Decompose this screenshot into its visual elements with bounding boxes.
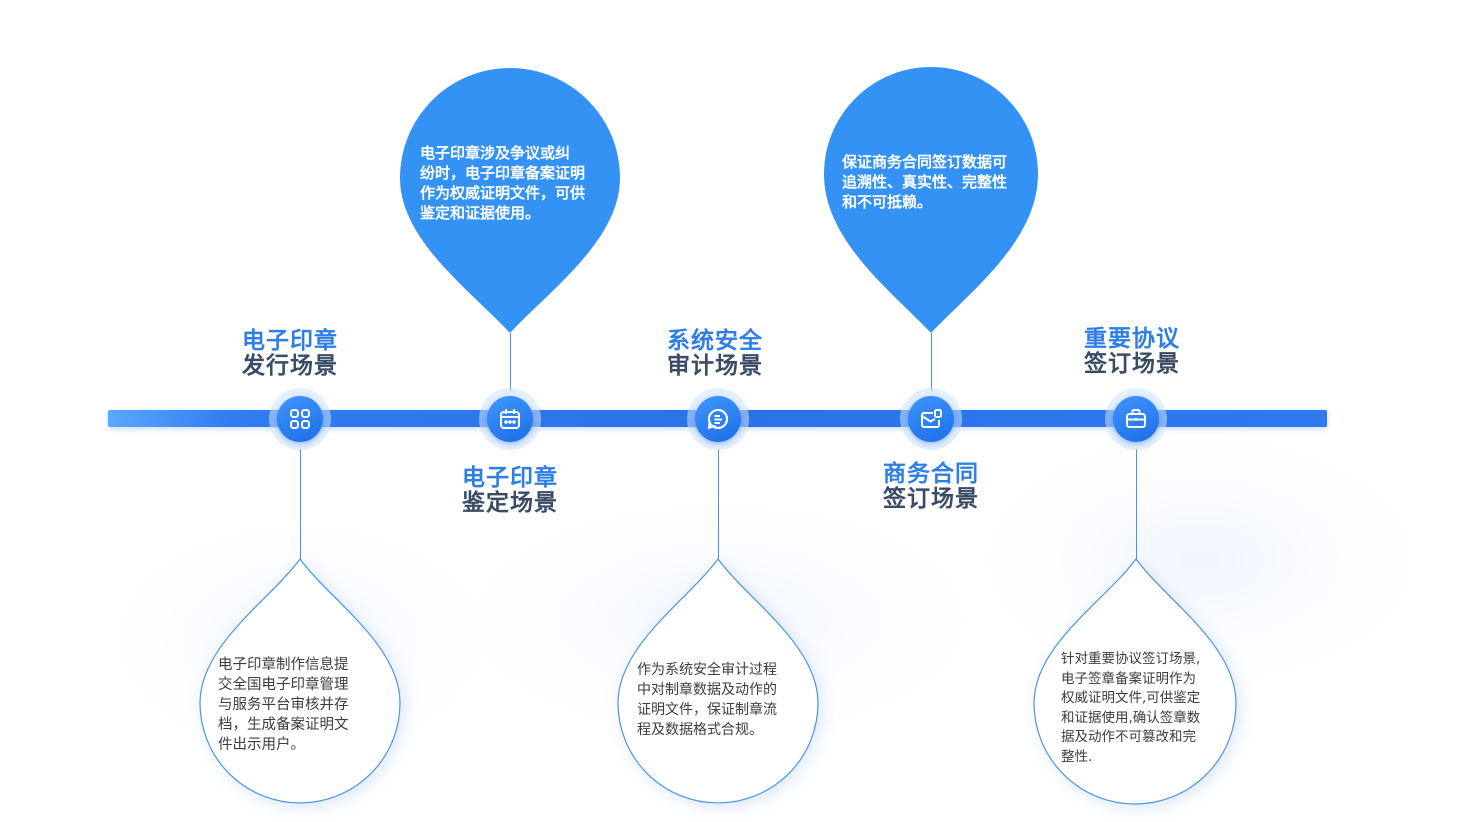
briefcase-icon (1126, 409, 1146, 428)
desc-appraise-line: 鉴定和证据使用。 (420, 204, 541, 222)
desc-issue-line: 件出示用户。 (218, 737, 305, 753)
title-issue-line2: 发行场景 (242, 353, 338, 379)
desc-agreement-line: 和证据使用,确认签章数 (1061, 709, 1201, 726)
node-issue[interactable] (269, 388, 331, 450)
desc-issue-line: 与服务平台审核并存 (218, 697, 349, 713)
connector-agreement (1136, 449, 1137, 559)
drop-issue (199, 557, 401, 804)
node-contract[interactable] (900, 388, 962, 450)
connector-contract (931, 333, 932, 391)
node-appraise[interactable] (479, 388, 541, 450)
title-contract: 商务合同 签订场景 (851, 462, 1011, 512)
node-agreement[interactable] (1105, 388, 1167, 450)
desc-audit: 作为系统安全审计过程 中对制章数据及动作的 证明文件，保证制章流 程及数据格式合… (637, 660, 777, 740)
desc-audit-line: 证明文件，保证制章流 (637, 702, 777, 718)
desc-appraise-line: 作为权威证明文件，可供 (420, 184, 586, 202)
document-list-icon (707, 409, 728, 430)
title-appraise: 电子印章 鉴定场景 (430, 466, 590, 516)
title-agreement-line2: 签订场景 (1084, 351, 1180, 377)
desc-audit-line: 作为系统安全审计过程 (637, 662, 777, 678)
desc-issue: 电子印章制作信息提 交全国电子印章管理 与服务平台审核并存 档，生成备案证明文 … (218, 655, 349, 755)
title-contract-line1: 商务合同 (883, 461, 979, 487)
title-agreement: 重要协议 签订场景 (1052, 327, 1212, 377)
drop-audit (617, 557, 819, 804)
connector-issue (300, 449, 301, 559)
connector-audit (718, 449, 719, 559)
desc-agreement-line: 权威证明文件,可供鉴定 (1061, 690, 1201, 706)
desc-contract-line: 追溯性、真实性、完整性 (842, 173, 1008, 191)
desc-contract-line: 保证商务合同签订数据可 (842, 153, 1008, 171)
drop-agreement (1033, 557, 1237, 805)
mail-check-icon (921, 409, 942, 428)
desc-agreement-line: 电子签章备案证明作为 (1061, 670, 1196, 687)
desc-agreement-line: 据及动作不可篡改和完 (1061, 729, 1196, 745)
desc-agreement: 针对重要协议签订场景, 电子签章备案证明作为 权威证明文件,可供鉴定 和证据使用… (1061, 650, 1200, 767)
title-issue: 电子印章 发行场景 (210, 329, 370, 379)
connector-appraise (510, 333, 511, 391)
desc-issue-line: 交全国电子印章管理 (218, 677, 349, 693)
desc-contract: 保证商务合同签订数据可 追溯性、真实性、完整性 和不可抵赖。 (842, 152, 1007, 212)
desc-issue-line: 电子印章制作信息提 (218, 657, 349, 673)
title-audit-line2: 审计场景 (667, 353, 763, 379)
desc-audit-line: 程及数据格式合规。 (637, 722, 763, 738)
title-agreement-line1: 重要协议 (1084, 326, 1180, 352)
title-appraise-line2: 鉴定场景 (462, 490, 558, 516)
title-appraise-line1: 电子印章 (462, 465, 558, 491)
title-audit-line1: 系统安全 (667, 328, 763, 354)
node-audit[interactable] (687, 388, 749, 450)
desc-appraise-line: 纷时，电子印章备案证明 (420, 164, 586, 182)
grid-apps-icon (290, 409, 310, 429)
desc-contract-line: 和不可抵赖。 (842, 193, 933, 211)
title-contract-line2: 签订场景 (883, 486, 979, 512)
desc-issue-line: 档，生成备案证明文 (218, 717, 349, 733)
desc-agreement-line: 针对重要协议签订场景, (1061, 651, 1201, 667)
drop-appraise (400, 68, 620, 333)
title-issue-line1: 电子印章 (242, 328, 338, 354)
desc-appraise: 电子印章涉及争议或纠 纷时，电子印章备案证明 作为权威证明文件，可供 鉴定和证据… (420, 143, 585, 223)
desc-agreement-line: 整性. (1061, 748, 1093, 765)
calendar-icon (500, 409, 520, 429)
desc-appraise-line: 电子印章涉及争议或纠 (420, 144, 571, 162)
title-audit: 系统安全 审计场景 (635, 329, 795, 379)
drop-contract (824, 67, 1038, 333)
desc-audit-line: 中对制章数据及动作的 (637, 682, 777, 698)
